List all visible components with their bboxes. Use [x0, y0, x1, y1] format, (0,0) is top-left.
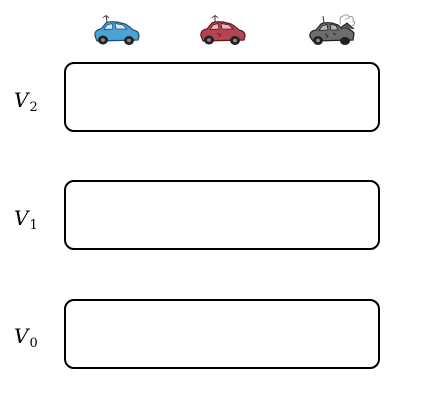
row-symbol: V [14, 324, 29, 348]
row-label-v2: V2 [14, 90, 38, 114]
blue-car-icon [94, 14, 140, 45]
row-symbol: V [14, 88, 29, 112]
row-label-v0: V0 [14, 326, 38, 350]
row-box-v0 [64, 299, 380, 369]
row-subscript: 0 [29, 336, 38, 351]
row-subscript: 2 [29, 100, 38, 115]
row-box-v2 [64, 62, 380, 132]
row-box-v1 [64, 180, 380, 250]
row-label-v1: V1 [14, 208, 38, 232]
row-subscript: 1 [29, 218, 38, 233]
row-symbol: V [14, 206, 29, 230]
gray-wrecked-car-icon [309, 14, 356, 45]
red-car-icon [200, 15, 246, 45]
